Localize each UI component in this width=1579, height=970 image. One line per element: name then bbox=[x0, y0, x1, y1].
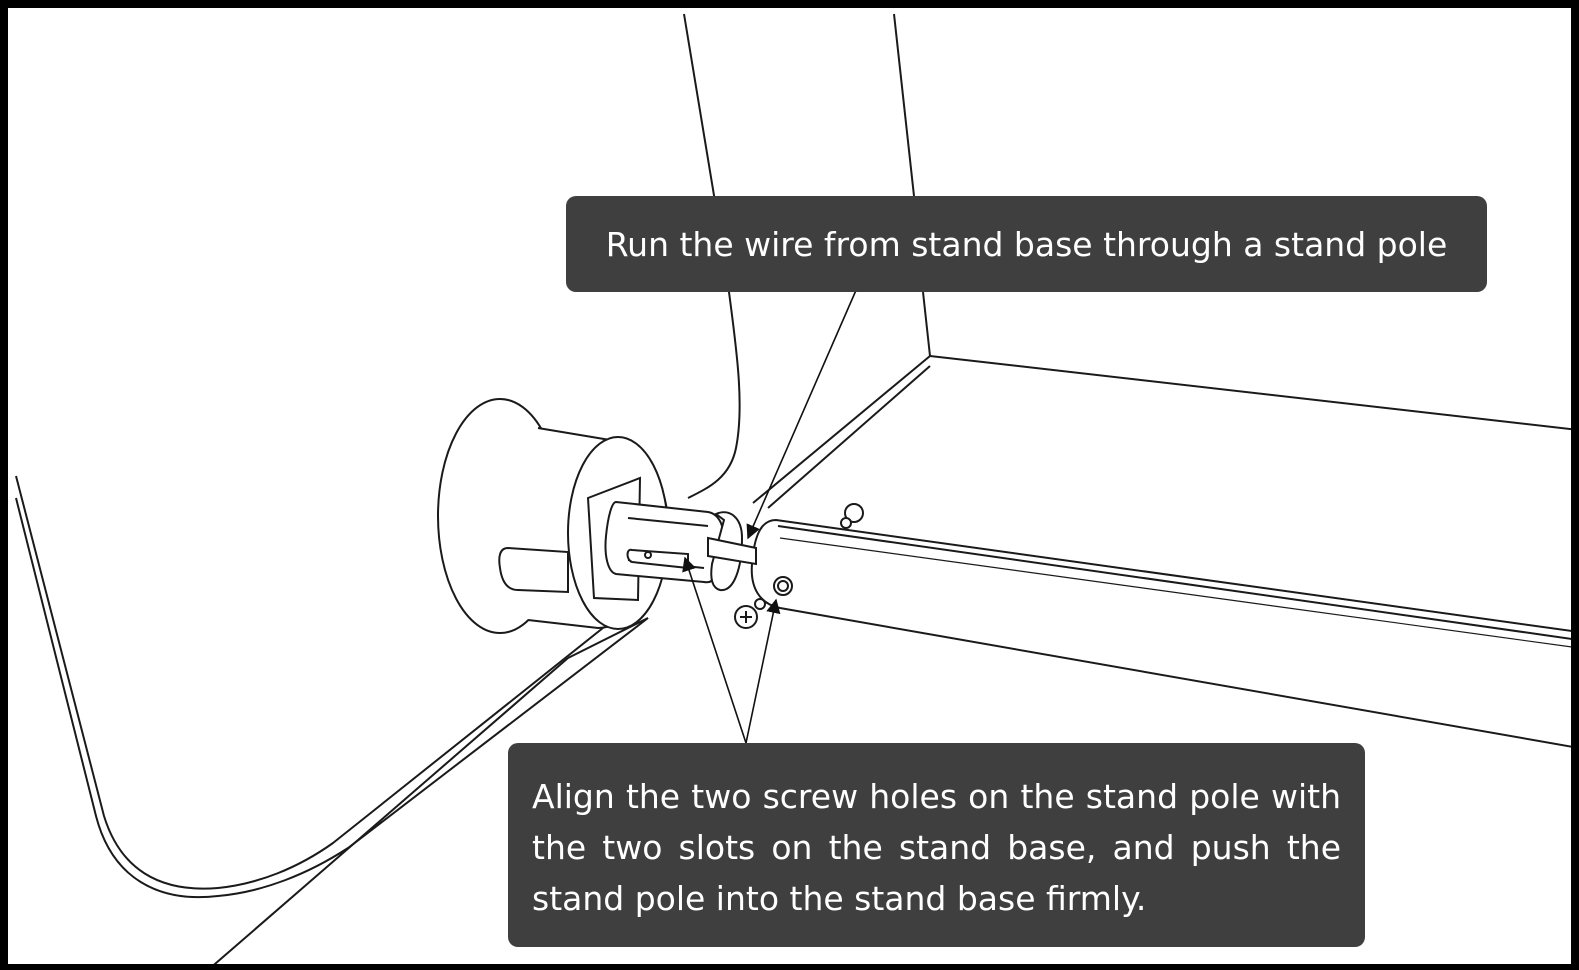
slot-leader bbox=[682, 556, 747, 744]
wire-leader bbox=[746, 287, 858, 540]
stand-base-plate bbox=[15, 475, 649, 964]
pole-screws bbox=[734, 503, 864, 629]
background-box-edges bbox=[752, 355, 1571, 509]
leader-lines bbox=[682, 287, 858, 744]
assembly-drawing bbox=[15, 13, 1571, 964]
wire-routing-text: Run the wire from stand base through a s… bbox=[605, 224, 1448, 264]
alignment-text: Align the two screw holes on the stand p… bbox=[532, 777, 1341, 918]
stand-pole bbox=[750, 518, 1571, 748]
alignment-callout: Align the two screw holes on the stand p… bbox=[508, 743, 1365, 947]
upper-panel-edges bbox=[683, 13, 931, 499]
hole-leader bbox=[745, 598, 781, 744]
wire-routing-callout: Run the wire from stand base through a s… bbox=[566, 196, 1487, 292]
